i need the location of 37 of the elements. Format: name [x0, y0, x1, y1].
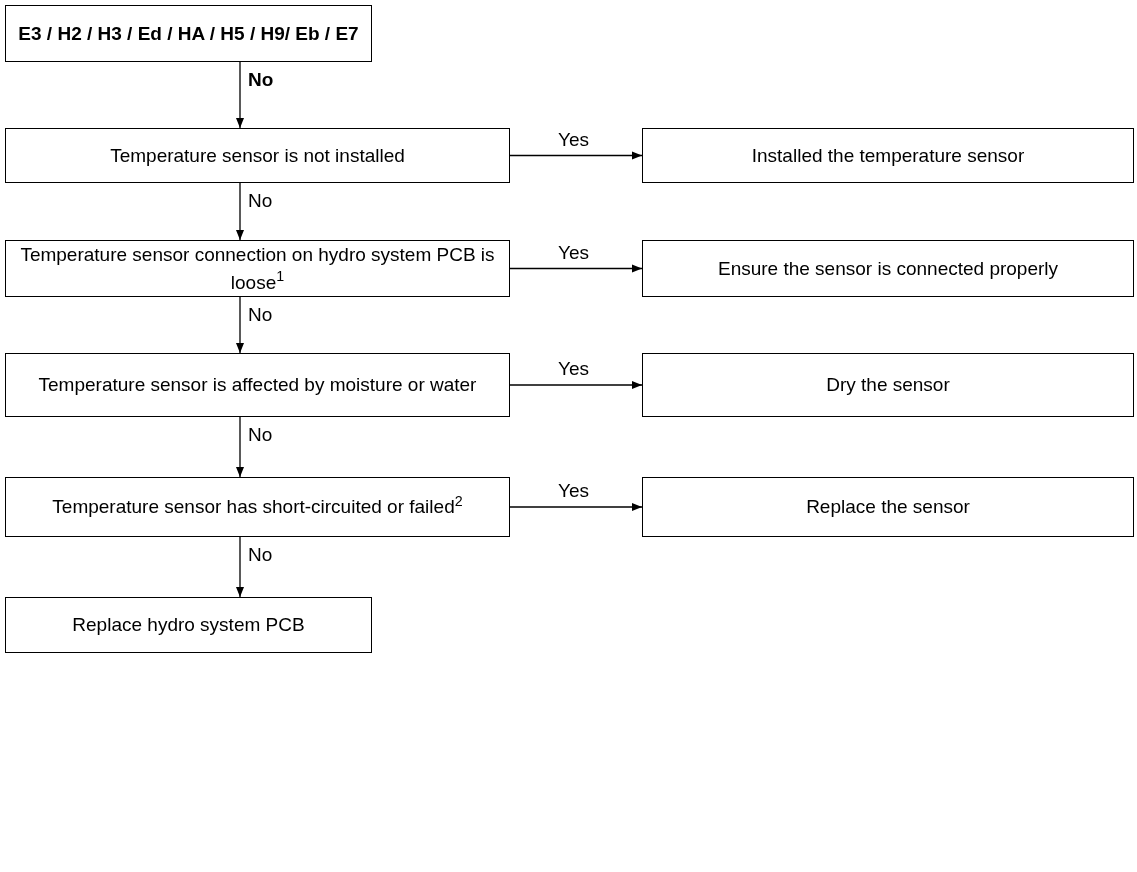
box-text: Replace the sensor — [806, 495, 970, 520]
arrow — [236, 182, 244, 241]
box-text: E3 / H2 / H3 / Ed / HA / H5 / H9/ Eb / E7 — [18, 21, 359, 46]
box-text: Temperature sensor is not installed — [110, 143, 405, 168]
box-text: Dry the sensor — [826, 373, 950, 398]
arrow — [509, 381, 643, 389]
box-text: Temperature sensor is affected by moisture or water — [38, 373, 477, 398]
edge-label: No — [248, 423, 273, 447]
box-text: Ensure the sensor is connected properly — [717, 256, 1059, 281]
process-box — [5, 353, 510, 417]
arrow — [236, 296, 244, 354]
edge-label: Yes — [558, 127, 589, 152]
edge-label: Yes — [558, 479, 589, 503]
edge-label: No — [248, 543, 273, 567]
edge-label: No — [248, 68, 274, 92]
arrow — [236, 536, 244, 598]
edge-label: Yes — [558, 357, 589, 381]
process-box — [5, 128, 510, 183]
box-text: Temperature sensor has short-circuited or failed$^{2}$ — [52, 493, 463, 520]
arrow — [509, 264, 643, 273]
process-box — [642, 353, 1134, 417]
edge-label: No — [248, 189, 273, 213]
arrow — [236, 416, 244, 478]
arrow — [509, 503, 643, 511]
process-box — [5, 477, 510, 537]
process-box — [5, 5, 372, 62]
process-box — [642, 128, 1134, 183]
process-box — [642, 240, 1134, 297]
edge-label: Yes — [558, 240, 589, 265]
box-text: Replace hydro system PCB — [72, 613, 305, 638]
process-box — [5, 597, 372, 653]
arrow — [236, 61, 244, 129]
box-text: Temperature sensor connection on hydro system PCB is loose$^{1}$ — [19, 242, 496, 295]
process-box — [642, 477, 1134, 537]
box-text: Installed the temperature sensor — [751, 143, 1025, 168]
arrow — [509, 151, 643, 160]
edge-label: No — [248, 303, 273, 327]
